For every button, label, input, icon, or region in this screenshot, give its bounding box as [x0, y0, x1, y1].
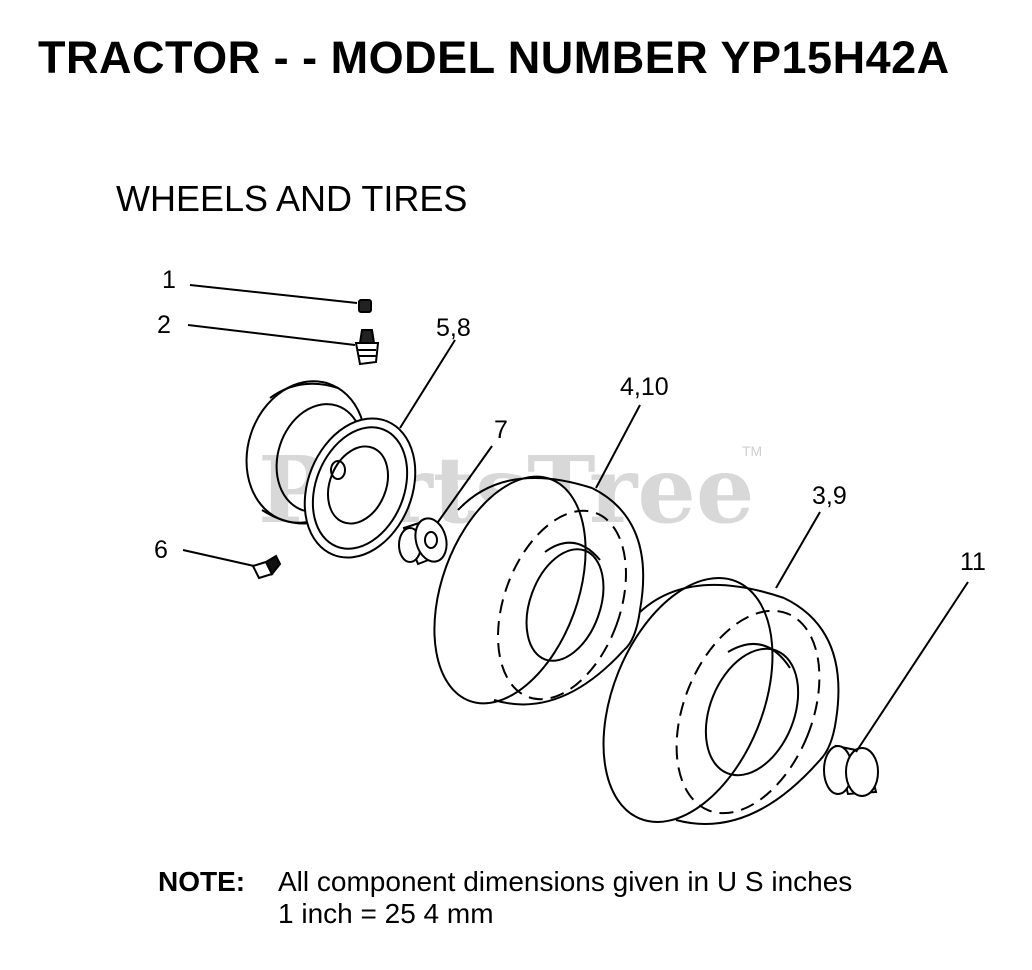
front-tire: [433, 475, 645, 706]
leader-line-4-10: [595, 404, 641, 489]
leader-line-1: [189, 284, 358, 304]
valve-stem: [354, 329, 380, 366]
leader-line-7: [437, 445, 493, 523]
section-title: WHEELS AND TIRES: [116, 178, 468, 219]
note-line-2: 1 inch = 25 4 mm: [278, 898, 494, 929]
note-label: NOTE:: [158, 866, 246, 897]
callout-5-8: 5,8: [436, 314, 471, 342]
note-block: NOTE: All component dimensions given in U…: [158, 866, 852, 930]
rear-tire: [602, 577, 840, 825]
leader-line-3-9: [775, 511, 821, 589]
callout-2: 2: [157, 311, 171, 339]
callout-11: 11: [960, 548, 986, 576]
hub-cap: [823, 744, 879, 797]
bushing: [398, 517, 448, 566]
callout-7: 7: [494, 416, 508, 444]
leader-line-2: [187, 324, 356, 346]
callout-4-10: 4,10: [620, 373, 669, 401]
note-line-1: All component dimensions given in U S in…: [278, 866, 853, 897]
callout-1: 1: [162, 266, 176, 294]
callout-3-9: 3,9: [812, 482, 847, 510]
leader-line-5-8: [399, 339, 456, 429]
wheel-flange: [303, 417, 417, 559]
watermark-tm: TM: [742, 443, 762, 459]
leader-line-6: [182, 549, 255, 567]
callout-6: 6: [154, 536, 168, 564]
page-title: TRACTOR - - MODEL NUMBER YP15H42A: [38, 32, 950, 83]
grease-fitting: [251, 554, 282, 580]
leader-line-11: [855, 581, 969, 753]
valve-cap: [358, 299, 372, 313]
